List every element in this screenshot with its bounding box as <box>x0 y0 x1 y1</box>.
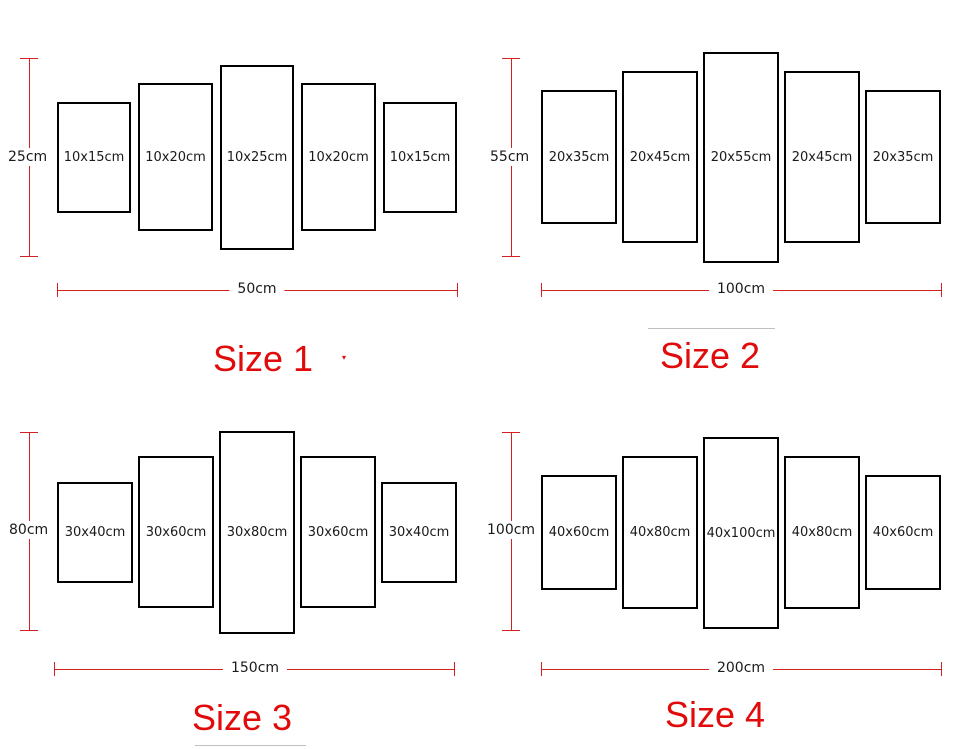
height-bottom-tick <box>20 256 38 257</box>
panel-size-label: 20x45cm <box>791 149 853 165</box>
panel-size-label: 20x35cm <box>872 149 934 165</box>
height-bottom-tick <box>502 630 520 631</box>
size-title: Size 2 <box>660 335 761 376</box>
canvas-panel: 40x80cm <box>622 456 698 609</box>
canvas-panel: 10x15cm <box>383 102 457 213</box>
width-right-tick <box>941 283 942 297</box>
canvas-panel: 30x60cm <box>300 456 376 608</box>
size-title: Size 4 <box>665 694 766 735</box>
panel-size-label: 10x25cm <box>226 150 288 165</box>
canvas-panel: 30x40cm <box>57 482 133 583</box>
panel-size-label: 20x45cm <box>629 149 691 165</box>
canvas-panel: 10x20cm <box>301 83 376 231</box>
canvas-panel: 40x60cm <box>541 475 617 590</box>
size-title: Size 3 <box>192 697 293 738</box>
height-bottom-tick <box>502 256 520 257</box>
height-label: 25cm <box>8 148 48 166</box>
canvas-panel: 30x40cm <box>381 482 457 583</box>
panel-size-label: 30x60cm <box>307 524 369 540</box>
panel-size-label: 40x80cm <box>791 525 853 540</box>
canvas-panel: 20x55cm <box>703 52 779 263</box>
panel-size-label: 30x40cm <box>388 525 450 540</box>
panel-size-label: 10x20cm <box>308 149 369 165</box>
canvas-panel: 20x45cm <box>784 71 860 243</box>
canvas-panel: 10x20cm <box>138 83 213 231</box>
canvas-panel: 20x35cm <box>541 90 617 224</box>
divider-rule <box>648 328 775 329</box>
stray-mark: ▾ <box>342 353 347 362</box>
panel-size-label: 40x60cm <box>872 525 934 540</box>
panel-size-label: 20x55cm <box>710 150 772 165</box>
panel-size-label: 10x15cm <box>63 150 125 165</box>
divider-rule <box>195 745 306 746</box>
canvas-panel: 40x80cm <box>784 456 860 609</box>
canvas-panel: 30x60cm <box>138 456 214 608</box>
canvas-panel: 10x25cm <box>220 65 294 250</box>
canvas-panel: 30x80cm <box>219 431 295 634</box>
canvas-panel: 40x100cm <box>703 437 779 629</box>
canvas-panel: 40x60cm <box>865 475 941 590</box>
width-right-tick <box>454 662 455 676</box>
height-bottom-tick <box>20 630 38 631</box>
panel-size-label: 40x100cm <box>706 525 776 541</box>
panel-size-label: 30x60cm <box>145 524 207 540</box>
width-right-tick <box>941 662 942 676</box>
width-right-tick <box>457 283 458 297</box>
width-label: 50cm <box>229 281 285 297</box>
panel-size-label: 40x60cm <box>548 525 610 540</box>
panel-size-label: 40x80cm <box>629 525 691 540</box>
canvas-panel: 20x45cm <box>622 71 698 243</box>
height-label: 55cm <box>490 148 530 166</box>
panel-size-label: 30x40cm <box>64 525 126 540</box>
width-label: 150cm <box>222 660 288 676</box>
panel-size-label: 10x20cm <box>145 149 206 165</box>
height-label: 100cm <box>487 521 536 539</box>
width-label: 200cm <box>708 660 774 676</box>
panel-size-label: 10x15cm <box>389 150 451 165</box>
width-label: 100cm <box>708 281 774 297</box>
canvas-panel: 10x15cm <box>57 102 131 213</box>
size-title: Size 1 <box>213 338 314 379</box>
canvas-panel: 20x35cm <box>865 90 941 224</box>
panel-size-label: 20x35cm <box>548 149 610 165</box>
panel-size-label: 30x80cm <box>226 525 288 540</box>
height-label: 80cm <box>9 521 49 539</box>
